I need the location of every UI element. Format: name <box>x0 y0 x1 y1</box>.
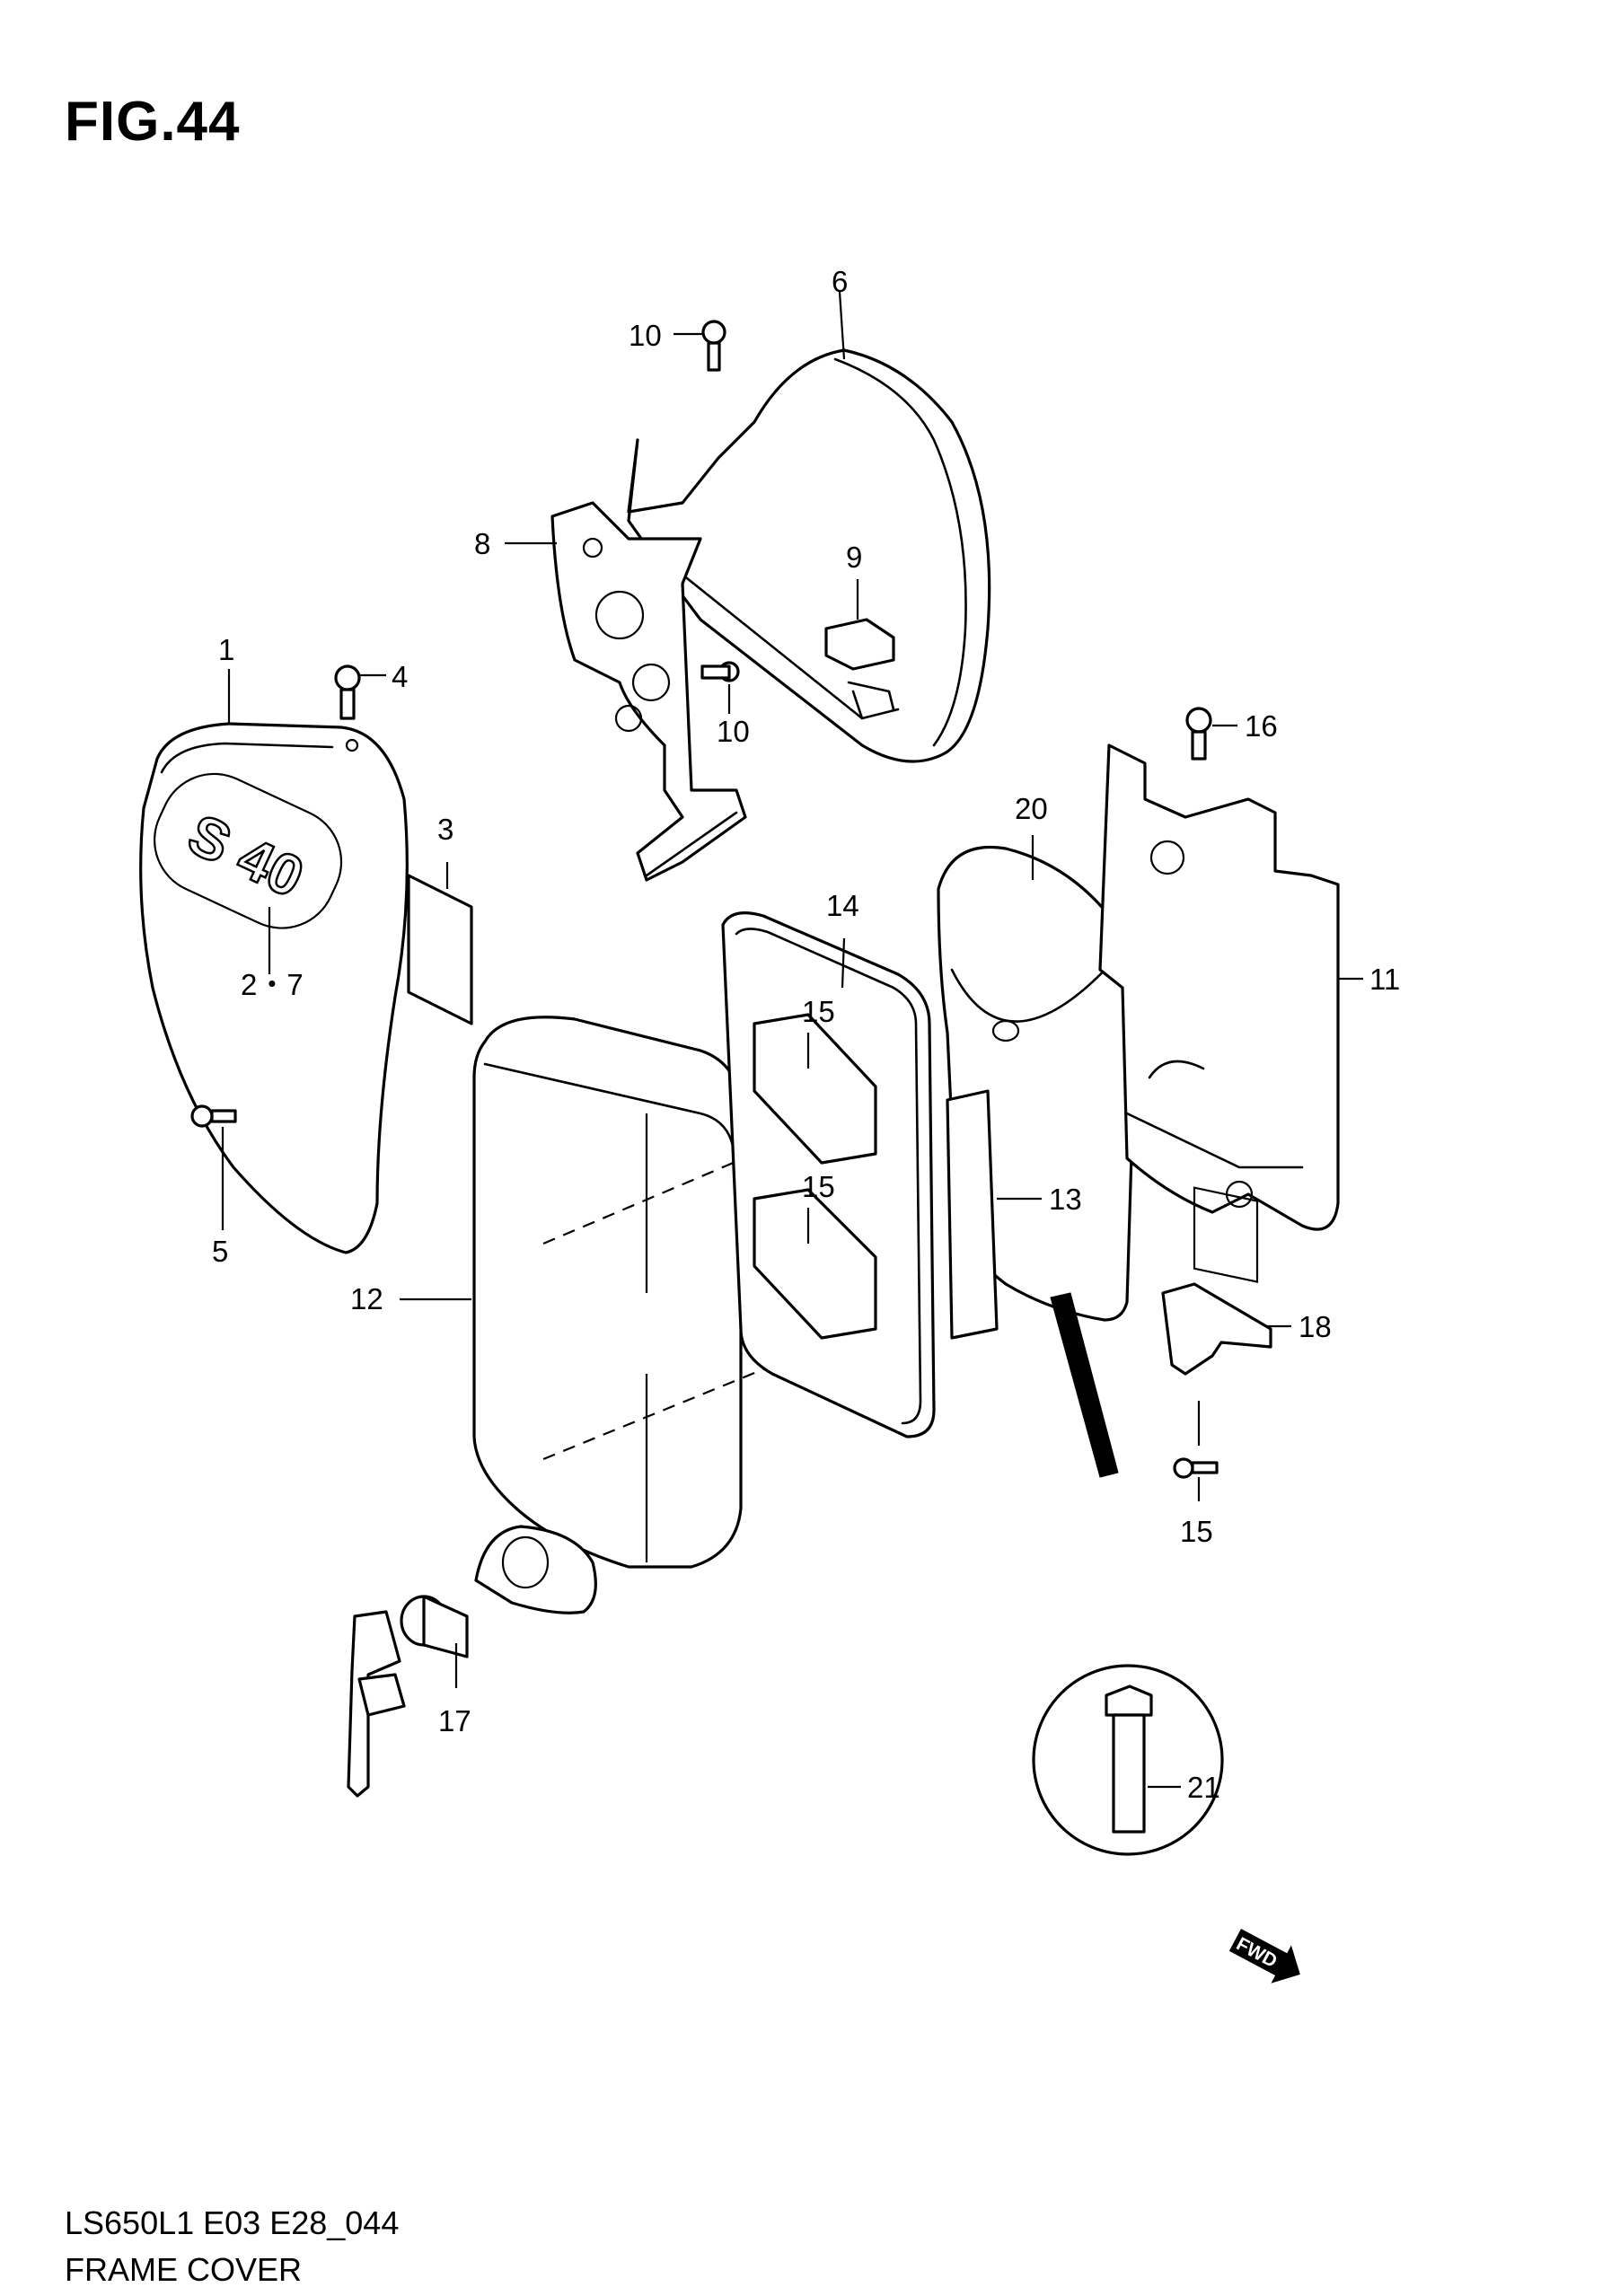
callout-21: 21 <box>1187 1771 1220 1804</box>
part-21-detail <box>1032 1292 1224 1856</box>
figure-footer: LS650L1 E03 E28_044 FRAME COVER <box>65 2200 399 2293</box>
callout-3: 3 <box>437 813 453 846</box>
part-8-bracket <box>550 501 747 882</box>
screw-10-mid <box>700 661 740 682</box>
callout-11: 11 <box>1369 963 1400 996</box>
callout-13: 13 <box>1049 1183 1082 1216</box>
callout-18: 17 <box>438 1704 471 1737</box>
part-15-cushion-upper <box>753 1013 877 1165</box>
part-19-clip <box>1161 1282 1272 1376</box>
leader-lines <box>221 291 1363 1789</box>
callout-14: 14 <box>826 889 859 922</box>
callout-4: 4 <box>392 660 408 693</box>
screw-17 <box>1185 707 1212 761</box>
part-12-tool-box <box>472 1016 764 1569</box>
callout-10-mid: 10 <box>717 715 750 748</box>
screw-10-top <box>701 320 726 372</box>
callout-19: 18 <box>1299 1310 1332 1343</box>
callout-5: 5 <box>212 1235 228 1268</box>
callout-15-upper: 15 <box>802 995 835 1028</box>
screw-4 <box>334 664 361 720</box>
callout-labels: 6 10 8 9 10 1 4 3 2・7 5 12 14 15 15 20 1… <box>212 265 1400 1804</box>
callout-2-7: 2・7 <box>241 968 304 1001</box>
callout-17: 16 <box>1245 709 1278 743</box>
callout-15-lower: 15 <box>802 1170 835 1203</box>
part-18-lock-cylinder <box>347 1525 597 1798</box>
part-13-pad <box>946 1089 999 1340</box>
callout-6: 6 <box>832 265 848 298</box>
screw-5 <box>190 1104 237 1128</box>
model-code: LS650L1 E03 E28_044 <box>65 2204 400 2241</box>
callout-9: 9 <box>846 541 862 574</box>
callout-20: 20 <box>1015 792 1048 825</box>
figure-title: FIG.44 <box>65 91 241 153</box>
part-11-bracket-plate <box>1098 743 1340 1283</box>
screw-16 <box>1173 1457 1219 1479</box>
part-15-cushion-lower <box>753 1188 877 1340</box>
callout-10-top: 10 <box>629 319 662 352</box>
fwd-arrow-icon: FWD <box>1228 1929 1300 1984</box>
part-9-clip <box>824 618 895 711</box>
part-3-pad <box>407 874 473 1025</box>
callout-16: 15 <box>1180 1515 1213 1548</box>
figure-caption: FRAME COVER <box>65 2251 303 2288</box>
part-6-upper-cover <box>627 348 991 763</box>
callout-12: 12 <box>350 1282 383 1315</box>
callout-1: 1 <box>218 633 234 666</box>
callout-8: 8 <box>474 527 490 560</box>
